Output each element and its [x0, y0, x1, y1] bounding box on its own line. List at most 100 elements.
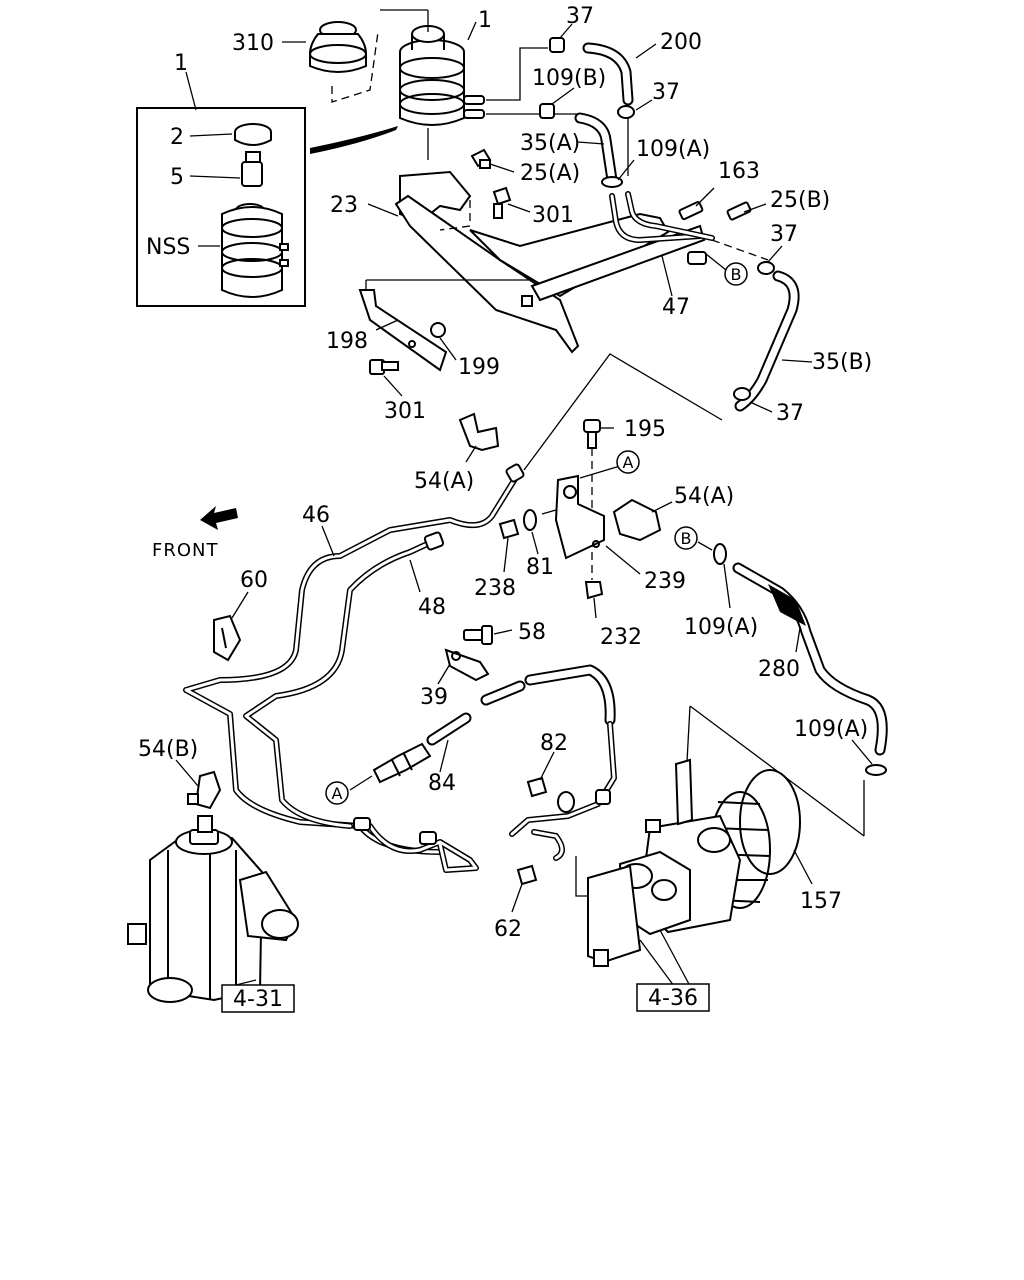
clamp-109a-top: [601, 176, 623, 188]
bolt-301-bottom: [369, 359, 399, 375]
washer-81: [523, 509, 537, 531]
ref-box-pump[interactable]: 4-36: [636, 983, 710, 1012]
label-23: 23: [330, 193, 358, 218]
bolt-301-top: [492, 186, 512, 219]
clamp-37-top: [549, 37, 565, 53]
leader-cap-tank: [331, 31, 379, 103]
label-47: 47: [662, 295, 690, 320]
reservoir-kit-inset: [136, 107, 306, 307]
label-195: 195: [624, 417, 666, 442]
front-arrow-icon: [200, 506, 238, 530]
ref-box-steering-gear[interactable]: 4-31: [221, 984, 295, 1013]
label-35b: 35(B): [812, 350, 872, 375]
label-239: 239: [644, 569, 686, 594]
clip-39: [444, 648, 490, 682]
label-1-left: 1: [174, 51, 188, 76]
clip-54a-left: [458, 412, 500, 452]
circle-b-bottom: B: [674, 526, 698, 550]
label-1-top: 1: [478, 8, 492, 33]
hose-35b: [734, 270, 800, 412]
label-232: 232: [600, 625, 642, 650]
label-39: 39: [420, 685, 448, 710]
label-37-d: 37: [776, 401, 804, 426]
label-301-bot: 301: [384, 399, 426, 424]
clip-54a-right: [612, 498, 662, 542]
bracket-198: [358, 289, 448, 372]
nut-232: [584, 581, 604, 600]
bolt-58: [463, 625, 493, 645]
label-25b: 25(B): [770, 188, 830, 213]
label-37-c: 37: [770, 222, 798, 247]
bracket-239: [554, 474, 605, 560]
label-109a-mid: 109(A): [684, 615, 758, 640]
label-81: 81: [526, 555, 554, 580]
label-62: 62: [494, 917, 522, 942]
bolt-25a: [470, 148, 492, 169]
label-109b: 109(B): [532, 66, 606, 91]
bracket-23: [394, 170, 706, 354]
svg-text:B: B: [681, 529, 692, 548]
clamp-37-low: [733, 387, 751, 401]
label-198: 198: [326, 329, 368, 354]
label-35a: 35(A): [520, 131, 580, 156]
circle-a-bottom: A: [325, 781, 349, 805]
reservoir-tank: [399, 25, 485, 126]
clamp-37-right: [617, 105, 635, 119]
clamp-37-b: [757, 261, 775, 275]
pipe-48-fitting: [423, 531, 445, 551]
washer-82: [557, 791, 575, 813]
label-37-b: 37: [652, 80, 680, 105]
label-25a: 25(A): [520, 161, 580, 186]
clamp-109a-mid: [713, 543, 727, 565]
label-37-a: 37: [566, 4, 594, 29]
power-steering-pump: [587, 758, 771, 967]
label-109a-top: 109(A): [636, 137, 710, 162]
circle-a-top: A: [616, 450, 640, 474]
svg-text:A: A: [332, 784, 343, 803]
fitting-47: [687, 251, 707, 265]
label-84: 84: [428, 771, 456, 796]
label-54a-left: 54(A): [414, 469, 474, 494]
svg-text:B: B: [731, 265, 742, 284]
label-82: 82: [540, 731, 568, 756]
label-199: 199: [458, 355, 500, 380]
bolt-25b: [726, 201, 752, 221]
svg-text:A: A: [623, 453, 634, 472]
clamp-109a-low: [865, 764, 887, 776]
label-front: FRONT: [152, 540, 219, 561]
label-54b: 54(B): [138, 737, 198, 762]
steering-gear-box: [127, 815, 299, 1003]
nut-199: [430, 322, 446, 338]
o-ring-157: [739, 769, 801, 875]
label-157: 157: [800, 889, 842, 914]
label-58: 58: [518, 620, 546, 645]
label-48: 48: [418, 595, 446, 620]
inset-pointer: [310, 126, 398, 154]
label-163: 163: [718, 159, 760, 184]
circle-b-top: B: [724, 262, 748, 286]
nut-82-small: [526, 776, 548, 798]
clip-60: [213, 614, 242, 662]
label-280: 280: [758, 657, 800, 682]
bolt-163: [678, 201, 704, 221]
nut-238: [498, 518, 520, 540]
reservoir-cap: [309, 21, 367, 73]
svg-text:4-31: 4-31: [233, 987, 283, 1012]
nut-62: [516, 864, 538, 886]
label-301-top: 301: [532, 203, 574, 228]
label-238: 238: [474, 576, 516, 601]
label-200: 200: [660, 30, 702, 55]
svg-text:4-36: 4-36: [648, 986, 698, 1011]
label-nss: NSS: [146, 235, 190, 260]
bolt-195: [583, 419, 601, 449]
label-46: 46: [302, 503, 330, 528]
hose-84-end-fitting: [372, 742, 432, 784]
label-54a-right: 54(A): [674, 484, 734, 509]
label-2: 2: [170, 125, 184, 150]
clip-54b: [187, 770, 222, 810]
label-109a-low: 109(A): [794, 717, 868, 742]
label-310: 310: [232, 31, 274, 56]
clamp-109b: [539, 103, 555, 119]
label-60: 60: [240, 568, 268, 593]
